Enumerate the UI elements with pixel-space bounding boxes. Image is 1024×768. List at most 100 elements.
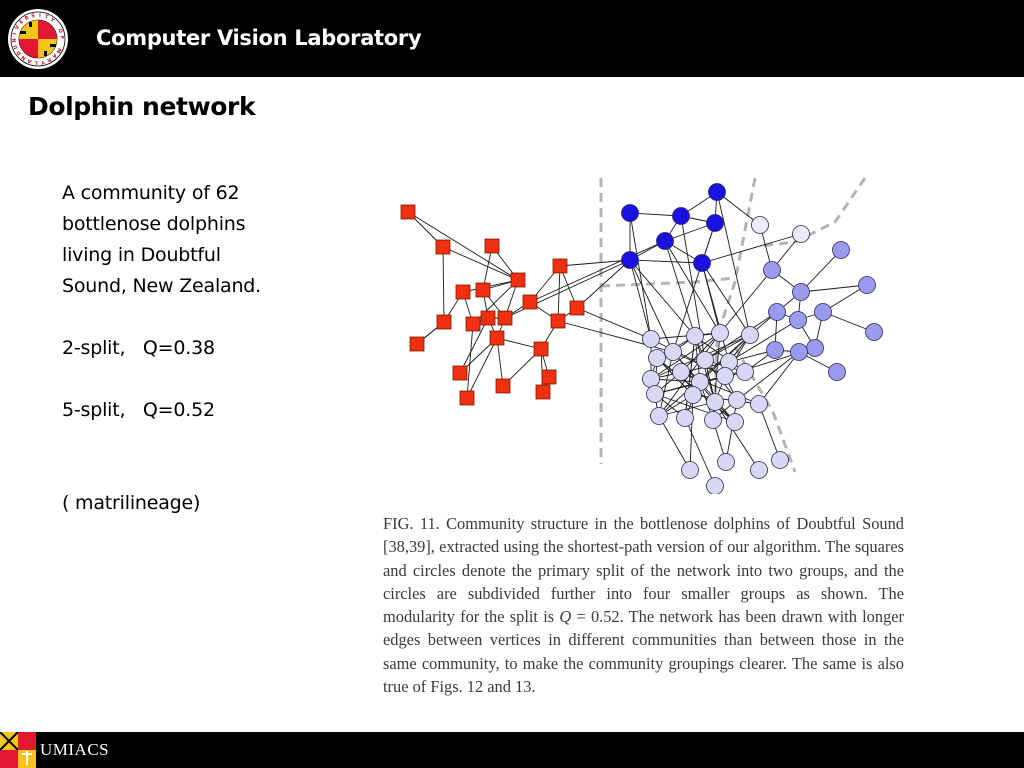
dark-blue-circle-node <box>621 251 639 269</box>
description-line: A community of 62 <box>62 182 240 204</box>
light-circle-node <box>706 477 724 494</box>
dark-blue-circle-node <box>672 207 690 225</box>
light-circle-node <box>650 407 668 425</box>
purple-circle-node <box>832 241 850 259</box>
light-circle-node <box>716 367 734 385</box>
svg-text:D: D <box>16 49 23 56</box>
purple-circle-node <box>858 276 876 294</box>
matrilineage-note: ( matrilineage) <box>62 492 201 514</box>
light-circle-node <box>704 411 722 429</box>
dark-blue-circle-node <box>621 204 639 222</box>
split2-text: 2-split, Q=0.38 <box>62 337 215 359</box>
light-circle-node <box>728 391 746 409</box>
square-node <box>465 316 481 332</box>
square-node <box>489 330 505 346</box>
purple-circle-node <box>792 283 810 301</box>
description-line: Sound, New Zealand. <box>62 275 262 297</box>
purple-circle-node <box>814 303 832 321</box>
svg-text:N: N <box>12 38 18 43</box>
square-node <box>452 365 468 381</box>
dark-blue-circle-node <box>693 254 711 272</box>
light-circle-node <box>717 453 735 471</box>
svg-text:L: L <box>34 59 38 65</box>
square-node <box>475 282 491 298</box>
square-node <box>409 336 425 352</box>
svg-text:R: R <box>24 15 30 22</box>
svg-text:Y: Y <box>48 16 56 24</box>
svg-text:T: T <box>44 14 50 21</box>
light-circle-node <box>706 393 724 411</box>
light-circle-node <box>736 363 754 381</box>
light-circle-node <box>642 330 660 348</box>
light-circle-node <box>681 461 699 479</box>
square-node <box>550 313 566 329</box>
square-node <box>484 238 500 254</box>
caption-text-end: = 0.52. The network has been drawn with … <box>383 607 905 697</box>
square-node <box>495 378 511 394</box>
square-node <box>436 314 452 330</box>
light-circle-node <box>750 395 768 413</box>
light-circle-node <box>696 351 714 369</box>
description-line: living in Doubtful <box>62 244 221 266</box>
dark-blue-circle-node <box>656 232 674 250</box>
maryland-flag-icon <box>0 732 36 768</box>
light-circle-node <box>672 363 690 381</box>
square-node <box>533 341 549 357</box>
description-block: A community of 62 bottlenose dolphins li… <box>62 178 362 519</box>
light-circle-node <box>684 386 702 404</box>
svg-text:S: S <box>31 13 36 20</box>
light-circle-node <box>648 349 666 367</box>
description-line: bottlenose dolphins <box>62 213 246 235</box>
dolphin-network-graph <box>400 177 883 494</box>
square-node <box>459 390 475 406</box>
light-circle-node <box>646 385 664 403</box>
svg-text:A: A <box>27 57 33 64</box>
light-circle-node <box>711 324 729 342</box>
white-circle-node <box>792 225 810 243</box>
purple-circle-node <box>790 343 808 361</box>
svg-text:Y: Y <box>40 58 46 65</box>
light-circle-node <box>686 327 704 345</box>
square-node <box>552 258 568 274</box>
square-node <box>569 300 585 316</box>
light-circle-node <box>750 461 768 479</box>
square-node <box>455 284 471 300</box>
figure-caption: FIG. 11. Community structure in the bott… <box>383 512 904 698</box>
square-node <box>400 204 416 220</box>
square-node <box>535 384 551 400</box>
svg-text:O: O <box>56 28 63 34</box>
dark-blue-circle-node <box>706 214 724 232</box>
svg-text:A: A <box>51 52 58 59</box>
purple-circle-node <box>865 323 883 341</box>
square-node <box>435 239 451 255</box>
purple-circle-node <box>766 341 784 359</box>
svg-text:F: F <box>58 36 64 40</box>
svg-text:N: N <box>20 54 27 61</box>
caption-text: FIG. 11. Community structure in the bott… <box>383 514 904 627</box>
square-node <box>480 310 496 326</box>
dark-blue-circle-node <box>708 183 726 201</box>
svg-text:E: E <box>18 19 25 26</box>
purple-circle-node <box>789 311 807 329</box>
light-circle-node <box>664 343 682 361</box>
light-circle-node <box>642 370 660 388</box>
square-node <box>510 272 526 288</box>
white-circle-node <box>751 216 769 234</box>
light-circle-node <box>726 413 744 431</box>
svg-text:I: I <box>12 32 18 35</box>
light-circle-node <box>771 451 789 469</box>
community-divider-lines <box>599 177 867 473</box>
square-node <box>541 369 557 385</box>
square-node <box>497 310 513 326</box>
svg-text:U: U <box>13 44 20 50</box>
purple-circle-node <box>768 303 786 321</box>
network-nodes <box>400 183 883 494</box>
purple-circle-node <box>763 261 781 279</box>
split5-text: 5-split, Q=0.52 <box>62 399 215 421</box>
light-circle-node <box>741 326 759 344</box>
svg-text:V: V <box>14 24 21 30</box>
slide-title: Dolphin network <box>28 92 256 121</box>
footer-bar: UMIACS <box>0 732 1024 768</box>
